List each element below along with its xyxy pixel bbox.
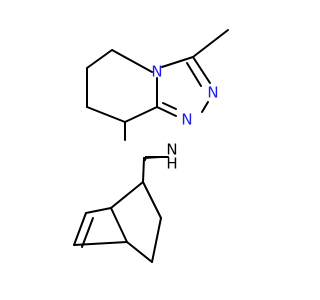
bond-bc-c4-bridge <box>73 241 128 246</box>
atom-amine-hydrogen: H <box>166 155 177 173</box>
bond-ch2-ch2 <box>86 49 113 69</box>
bond-bc-c1-c6 <box>110 181 144 209</box>
bond-bc-c6-c5 <box>85 207 112 214</box>
bond-methyl <box>192 29 229 58</box>
bond-cme-n2-double <box>186 62 202 87</box>
bond-bc-c6-bridge <box>110 207 128 243</box>
bond-nh-linker-ch2 <box>143 156 161 159</box>
bond-ch2-chn <box>86 106 126 123</box>
bond-bc-c2-c3 <box>151 217 162 263</box>
bond-linker-ch2-bicyclo <box>142 157 145 183</box>
bond-ring-n-cme <box>161 56 194 68</box>
bond-bc-c5-c4 <box>73 212 87 246</box>
atom-ring-nitrogen: N <box>151 63 162 81</box>
atom-amine-nitrogen: N <box>166 141 177 159</box>
structure-canvas: N N N N H <box>73 29 229 263</box>
bond-bc-c1-c2 <box>142 181 162 219</box>
bond-n3-fusedc <box>156 106 177 117</box>
bond-n3-fusedc-double <box>162 102 177 110</box>
bond-bc-c3-bridge <box>126 241 153 263</box>
bond-chn-fusedc <box>124 106 158 123</box>
bond-ring-n-ch2 <box>111 49 153 73</box>
bond-n2-n3 <box>201 101 209 113</box>
bond-cme-n2 <box>192 56 211 84</box>
bond-bc-c5-c4-double <box>81 217 94 248</box>
atom-triazole-nitrogen-2: N <box>207 84 218 102</box>
molecule-diagram: N N N N H <box>73 29 229 263</box>
atom-triazole-nitrogen-3: N <box>181 111 192 129</box>
